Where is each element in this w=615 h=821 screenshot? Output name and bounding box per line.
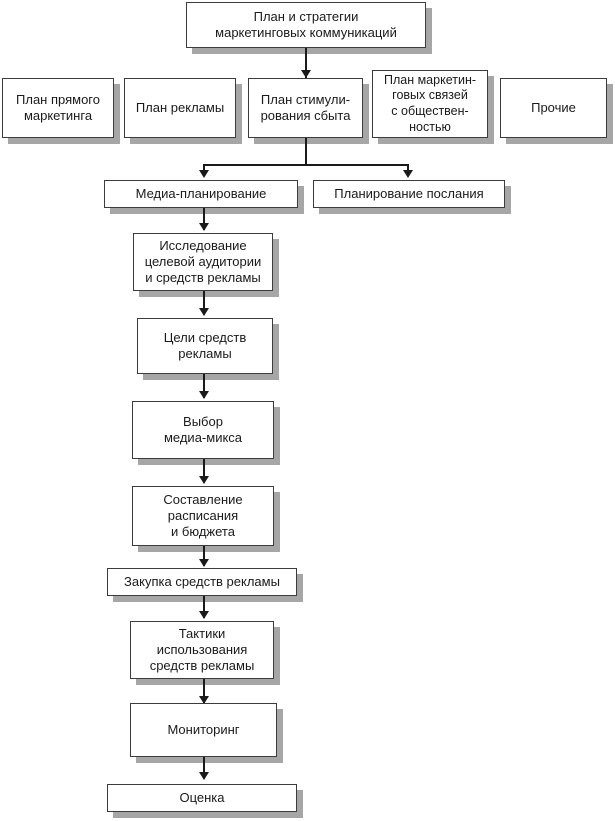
- arrowhead-to-message-planning: [403, 170, 413, 178]
- node-audience-research: Исследование целевой аудитории и средств…: [133, 233, 273, 291]
- node-branch-advertising-label: План рекламы: [135, 99, 225, 115]
- node-monitoring: Мониторинг: [130, 703, 277, 757]
- node-branch-other-label: Прочие: [531, 99, 576, 115]
- node-branch-direct-marketing-label: План прямого маркетинга: [16, 91, 100, 123]
- node-schedule-budget-label: Составление расписания и бюджета: [163, 491, 243, 540]
- node-branch-direct-marketing: План прямого маркетинга: [2, 78, 114, 138]
- arrowhead-to-schedule-budget: [199, 476, 209, 484]
- node-branch-other: Прочие: [500, 78, 607, 138]
- arrowhead-root-to-sales-promotion: [301, 70, 311, 78]
- arrowhead-to-audience-research: [199, 223, 209, 231]
- node-media-goals-label: Цели средств рекламы: [163, 329, 247, 361]
- arrowhead-to-media-goals: [199, 308, 209, 316]
- node-media-planning: Медиа-планирование: [104, 180, 298, 208]
- node-branch-public-relations-label: План маркетин- говых связей с обществен-…: [383, 72, 477, 134]
- node-media-buying: Закупка средств рекламы: [107, 568, 297, 596]
- node-branch-sales-promotion-label: План стимули- рования сбыта: [260, 91, 351, 123]
- arrowhead-to-monitoring: [199, 696, 209, 704]
- connector-row3-bus: [203, 164, 409, 166]
- node-branch-sales-promotion: План стимули- рования сбыта: [248, 78, 363, 138]
- node-media-tactics-label: Тактики использования средств рекламы: [149, 625, 255, 674]
- node-media-mix: Выбор медиа-микса: [132, 401, 274, 459]
- node-media-tactics: Тактики использования средств рекламы: [130, 621, 274, 679]
- node-evaluation: Оценка: [107, 784, 297, 812]
- node-root-label: План и стратегии маркетинговых коммуника…: [215, 8, 397, 40]
- connector-media-planning-to-audience-research: [203, 208, 205, 230]
- connector-monitoring-to-evaluation: [203, 757, 205, 779]
- arrowhead-to-media-planning: [199, 170, 209, 178]
- connector-media-tactics-to-monitoring: [203, 679, 205, 703]
- node-schedule-budget: Составление расписания и бюджета: [132, 486, 274, 546]
- node-branch-advertising: План рекламы: [124, 78, 236, 138]
- arrowhead-to-evaluation: [199, 772, 209, 780]
- arrowhead-to-media-tactics: [199, 611, 209, 619]
- node-message-planning-label: Планирование послания: [334, 185, 484, 201]
- connector-media-goals-to-media-mix: [203, 374, 205, 398]
- node-media-buying-label: Закупка средств рекламы: [124, 573, 280, 589]
- connector-audience-research-to-media-goals: [203, 291, 205, 315]
- connector-root-to-sales-promotion: [305, 48, 307, 78]
- connector-media-mix-to-schedule-budget: [203, 459, 205, 483]
- node-message-planning: Планирование послания: [313, 180, 505, 208]
- node-media-planning-label: Медиа-планирование: [135, 185, 267, 201]
- node-monitoring-label: Мониторинг: [167, 721, 240, 737]
- connector-sales-promotion-stem: [305, 138, 307, 166]
- node-branch-public-relations: План маркетин- говых связей с обществен-…: [372, 70, 488, 138]
- arrowhead-to-media-mix: [199, 391, 209, 399]
- node-audience-research-label: Исследование целевой аудитории и средств…: [144, 237, 262, 286]
- node-media-goals: Цели средств рекламы: [137, 318, 273, 374]
- connector-schedule-budget-to-media-buying: [203, 546, 205, 566]
- node-media-mix-label: Выбор медиа-микса: [163, 413, 243, 445]
- arrowhead-to-media-buying: [199, 559, 209, 567]
- connector-media-buying-to-media-tactics: [203, 596, 205, 618]
- node-root: План и стратегии маркетинговых коммуника…: [186, 2, 426, 48]
- node-evaluation-label: Оценка: [179, 789, 225, 805]
